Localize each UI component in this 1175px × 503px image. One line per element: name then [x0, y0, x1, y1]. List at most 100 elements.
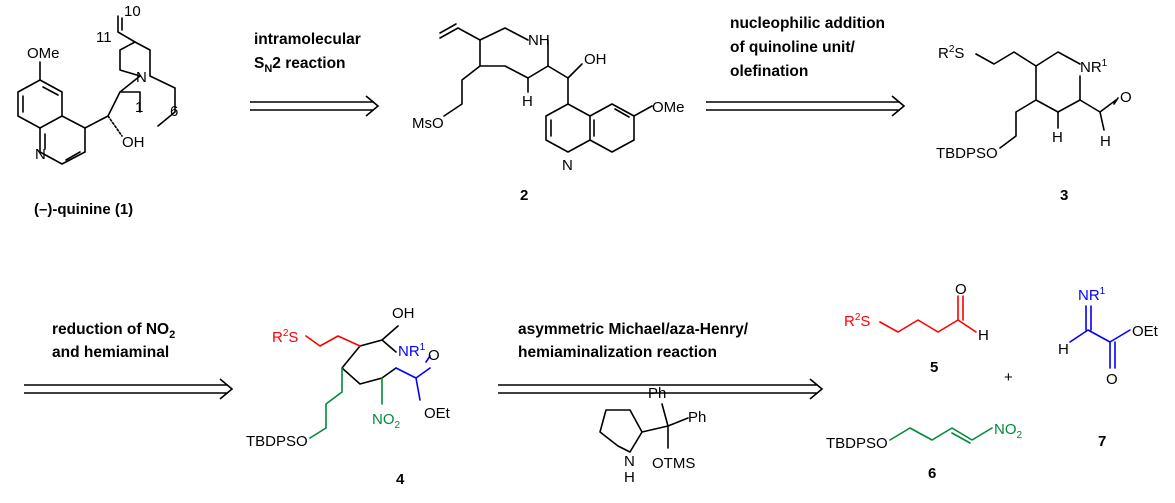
quinine-n-ring-label: N — [35, 146, 46, 163]
c3-r2s-label: R2S — [938, 44, 964, 62]
c4-nr1-label: NR1 — [398, 342, 426, 360]
c2-ome-label: OMe — [652, 99, 685, 116]
c4-ester — [395, 355, 431, 401]
c3-h-ald-label: H — [1100, 133, 1111, 150]
step1-line1: intramolecular — [254, 31, 361, 48]
step2-line3: olefination — [730, 63, 808, 80]
step1-line2: SN2 reaction — [254, 55, 346, 75]
c5-o-label: O — [955, 281, 967, 298]
step3-line1: reduction of NO2 — [52, 321, 175, 341]
compound-5-number: 5 — [930, 359, 938, 376]
c4-green-chain — [309, 367, 343, 439]
c3-piperidine — [1035, 51, 1081, 113]
step4-line1: asymmetric Michael/aza-Henry/ — [518, 321, 749, 338]
c5-chain — [879, 295, 977, 333]
c2-oh-label: OH — [584, 51, 607, 68]
c3-aldehyde — [1079, 97, 1119, 131]
quinine-bond — [107, 115, 123, 137]
compound-2-number: 2 — [520, 187, 528, 204]
c4-o-label: O — [428, 347, 440, 364]
c4-oh-label: OH — [392, 305, 415, 322]
c2-mso-label: MsO — [412, 115, 444, 132]
quinine-num-11: 11 — [96, 29, 112, 46]
quinine-bond — [107, 41, 176, 127]
c2-quinoline-db — [550, 108, 630, 137]
quinine-n-bridge-label: N — [136, 69, 147, 86]
c3-chain-bottom — [999, 99, 1037, 149]
catalyst-ph1-label: Ph — [648, 385, 666, 402]
compound-4-number: 4 — [396, 471, 405, 488]
c2-quinoline — [545, 77, 635, 153]
catalyst-h-label: H — [624, 469, 635, 486]
compound-7: NR1 H OEt O 7 — [1058, 286, 1159, 450]
c6-chain — [889, 427, 993, 444]
c5-h-label: H — [978, 327, 989, 344]
c7-nr1-label: NR1 — [1078, 286, 1106, 304]
compound-4: OH NR1 R2S TBDPSO NO2 O OEt 4 — [246, 305, 451, 488]
c2-piperidine — [479, 27, 549, 79]
c2-carbinol — [547, 63, 583, 79]
c7-backbone — [1069, 329, 1131, 369]
c7-o-label: O — [1106, 371, 1118, 388]
quinine-oh-label: OH — [122, 134, 145, 151]
compound-1-quinine: OMe N OH N 11 10 1 6 (–)-quinine (1) — [17, 3, 178, 218]
catalyst-sub — [641, 403, 689, 449]
step3-line2: and hemiaminal — [52, 344, 169, 361]
c4-oet-label: OEt — [424, 405, 451, 422]
quinine-num-1: 1 — [135, 99, 143, 116]
catalyst-pyrrolidine — [599, 409, 643, 453]
c4-red-chain — [305, 335, 361, 347]
quinine-bond — [17, 79, 63, 129]
compound-6-number: 6 — [928, 465, 936, 482]
c7-oet-label: OEt — [1132, 323, 1159, 340]
quinine-num-6: 6 — [170, 103, 178, 120]
quinine-bond — [39, 115, 86, 165]
catalyst-prolinol: N H Ph Ph OTMS — [599, 385, 706, 486]
c7-h-label: H — [1058, 341, 1069, 358]
c3-h-stereo-label: H — [1052, 129, 1063, 146]
c4-tbdpso-label: TBDPSO — [246, 433, 308, 450]
compound-5: R2S O H 5 — [844, 281, 989, 376]
c3-tbdpso-label: TBDPSO — [936, 145, 998, 162]
compound-3-number: 3 — [1060, 187, 1068, 204]
c3-o-label: O — [1120, 89, 1132, 106]
catalyst-ph2-label: Ph — [688, 409, 706, 426]
c2-ome-bond — [633, 105, 653, 117]
quinine-bond — [44, 133, 81, 161]
catalyst-otms-label: OTMS — [652, 455, 695, 472]
c4-no2-label: NO2 — [372, 411, 401, 431]
c3-nr1-label: NR1 — [1080, 58, 1108, 76]
step2-line2: of quinoline unit/ — [730, 39, 856, 56]
c3-chain-top — [975, 51, 1037, 67]
c2-chain — [443, 65, 481, 117]
c2-vinyl — [439, 23, 481, 41]
retro-arrow-1: intramolecular SN2 reaction — [250, 31, 380, 117]
step2-line1: nucleophilic addition — [730, 15, 885, 32]
plus-sign: + — [1004, 369, 1013, 386]
quinine-num-10: 10 — [124, 3, 141, 20]
quinine-vinyl — [117, 15, 136, 43]
quinine-bond — [22, 86, 59, 113]
compound-3: R2S NR1 O H H TBDPSO 3 — [936, 44, 1132, 204]
c2-n-label: N — [562, 157, 573, 174]
compound-7-number: 7 — [1098, 433, 1106, 450]
retro-arrow-3: reduction of NO2 and hemiaminal — [24, 321, 234, 400]
c2-nh-label: NH — [528, 32, 550, 49]
retro-arrow-4: asymmetric Michael/aza-Henry/ hemiaminal… — [498, 321, 824, 400]
compound-1-name: (–)-quinine (1) — [34, 201, 133, 218]
quinine-ome-label: OMe — [27, 45, 60, 62]
c6-tbdpso-label: TBDPSO — [826, 435, 888, 452]
c2-h-label: H — [522, 93, 533, 110]
c6-no2-label: NO2 — [994, 421, 1023, 441]
quinine-bond — [84, 115, 109, 129]
compound-2: NH MsO H OH OMe N 2 — [412, 23, 685, 204]
c4-ring — [341, 325, 399, 385]
retro-arrow-2: nucleophilic addition of quinoline unit/… — [706, 15, 906, 117]
catalyst-n-label: N — [624, 453, 635, 470]
c5-r2s-label: R2S — [844, 312, 870, 330]
step4-line2: hemiaminalization reaction — [518, 344, 717, 361]
compound-6: TBDPSO NO2 6 — [826, 421, 1023, 482]
c7-imine — [1085, 305, 1092, 331]
